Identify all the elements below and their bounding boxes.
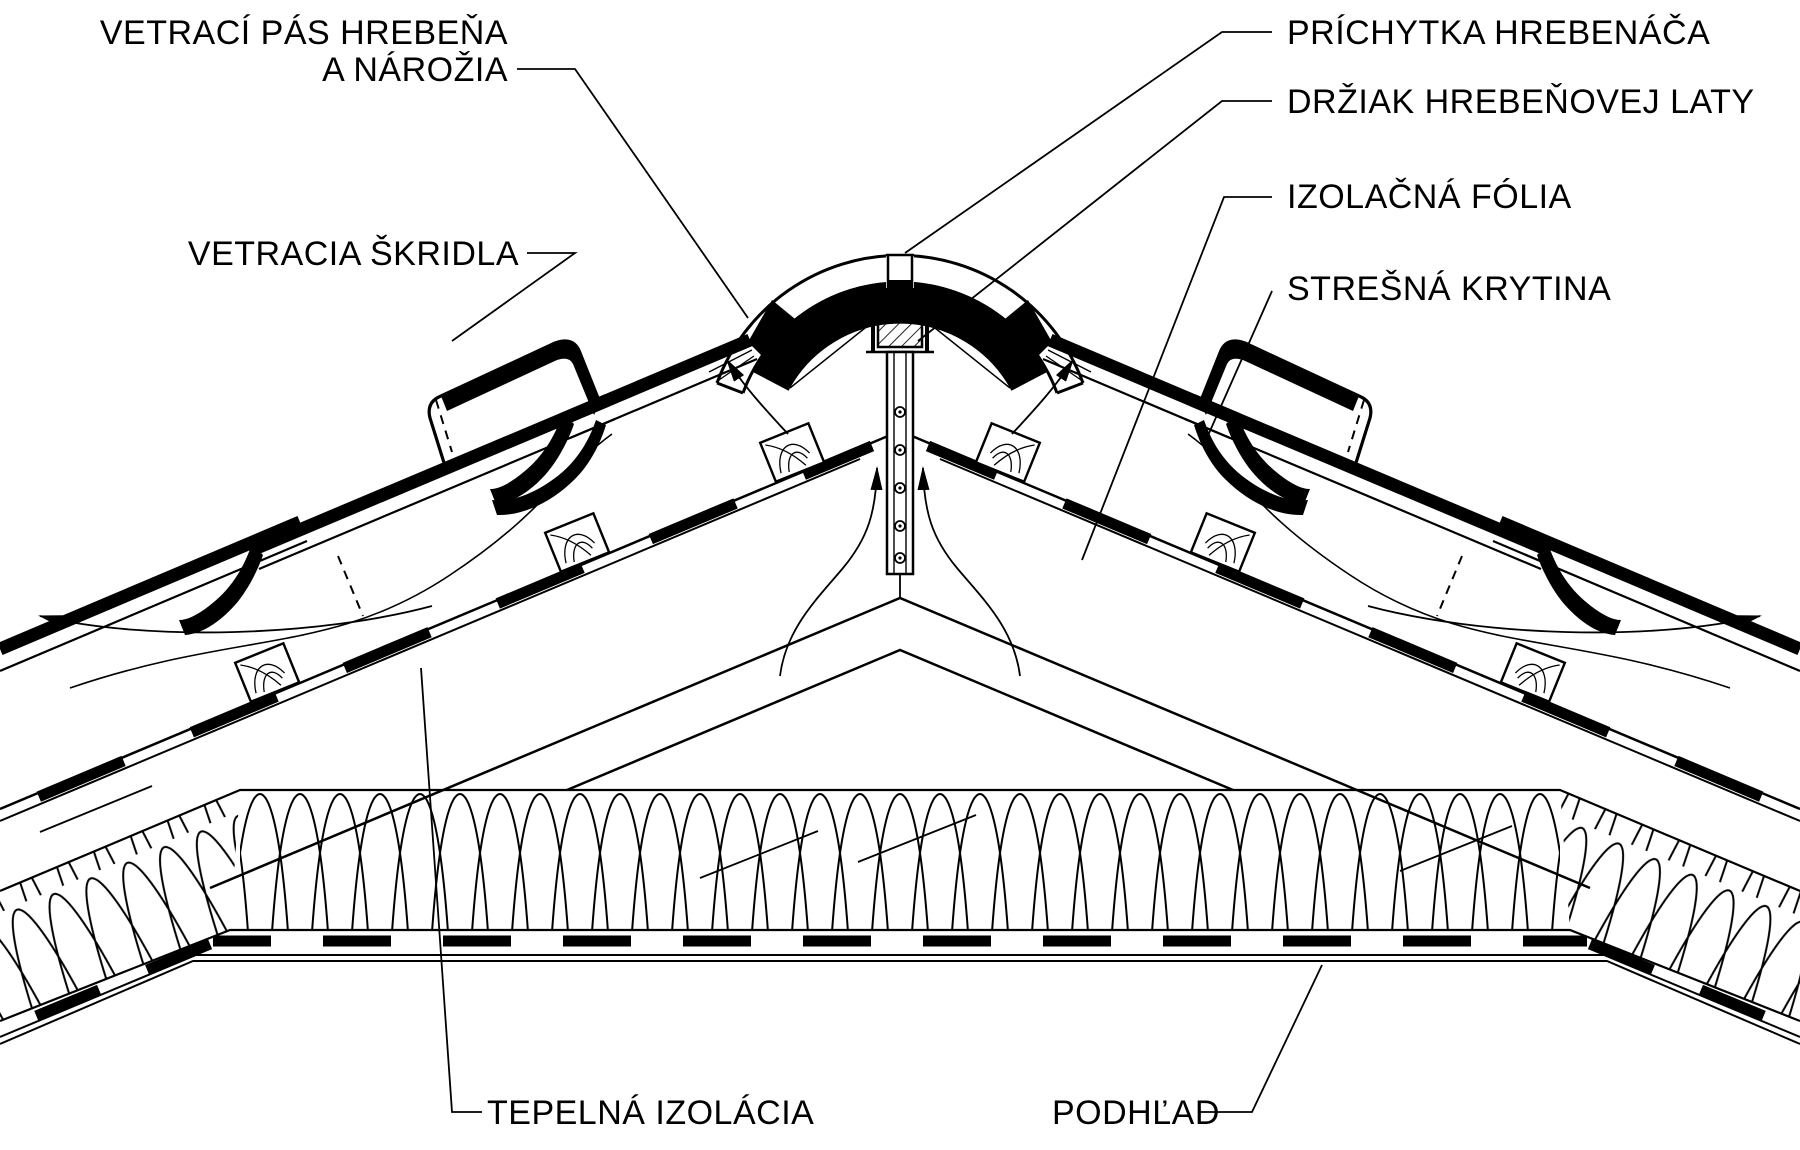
- roof-slope-left: [0, 300, 888, 821]
- leader-stresna-krytina: [1205, 290, 1273, 441]
- vapor-barrier: [0, 935, 1800, 1037]
- label-drziak: DRŽIAK HREBEŇOVEJ LATY: [1287, 83, 1755, 121]
- leader-izolacna-folia: [1081, 196, 1272, 561]
- label-vetraci-pas-line1: VETRACÍ PÁS HREBEŇA: [100, 14, 508, 52]
- leader-vetracia-skridla: [451, 252, 578, 342]
- roof-slope-right: [912, 300, 1800, 821]
- leader-vetraci-pas: [517, 68, 749, 319]
- leader-prichytka: [904, 31, 1272, 254]
- leader-lines: [420, 31, 1323, 1113]
- leader-tepelna-izolacia: [420, 667, 482, 1113]
- leader-podhlad: [1200, 964, 1323, 1113]
- label-vetraci-pas-line2: A NÁROŽIA: [322, 51, 508, 89]
- ridge-batten: [866, 291, 934, 354]
- label-stresna-krytina: STREŠNÁ KRYTINA: [1287, 270, 1611, 308]
- leader-drziak: [917, 100, 1272, 342]
- ceiling-lines: [0, 954, 1800, 1045]
- ridge-clip: [886, 250, 914, 290]
- label-vetracia-skridla: VETRACIA ŠKRIDLA: [188, 235, 519, 273]
- fastener-screws: [894, 406, 906, 564]
- label-izolacna-folia: IZOLAČNÁ FÓLIA: [1287, 178, 1572, 216]
- annotations: VETRACÍ PÁS HREBEŇA A NÁROŽIA VETRACIA Š…: [100, 14, 1755, 1132]
- label-podhlad: PODHĽAD: [1052, 1094, 1220, 1132]
- insulation-band: [0, 785, 1800, 1023]
- ridge-batten-holder-post: [885, 350, 915, 598]
- label-prichytka: PRÍCHYTKA HREBENÁČA: [1287, 14, 1710, 52]
- label-tepelna-izolacia: TEPELNÁ IZOLÁCIA: [487, 1094, 814, 1132]
